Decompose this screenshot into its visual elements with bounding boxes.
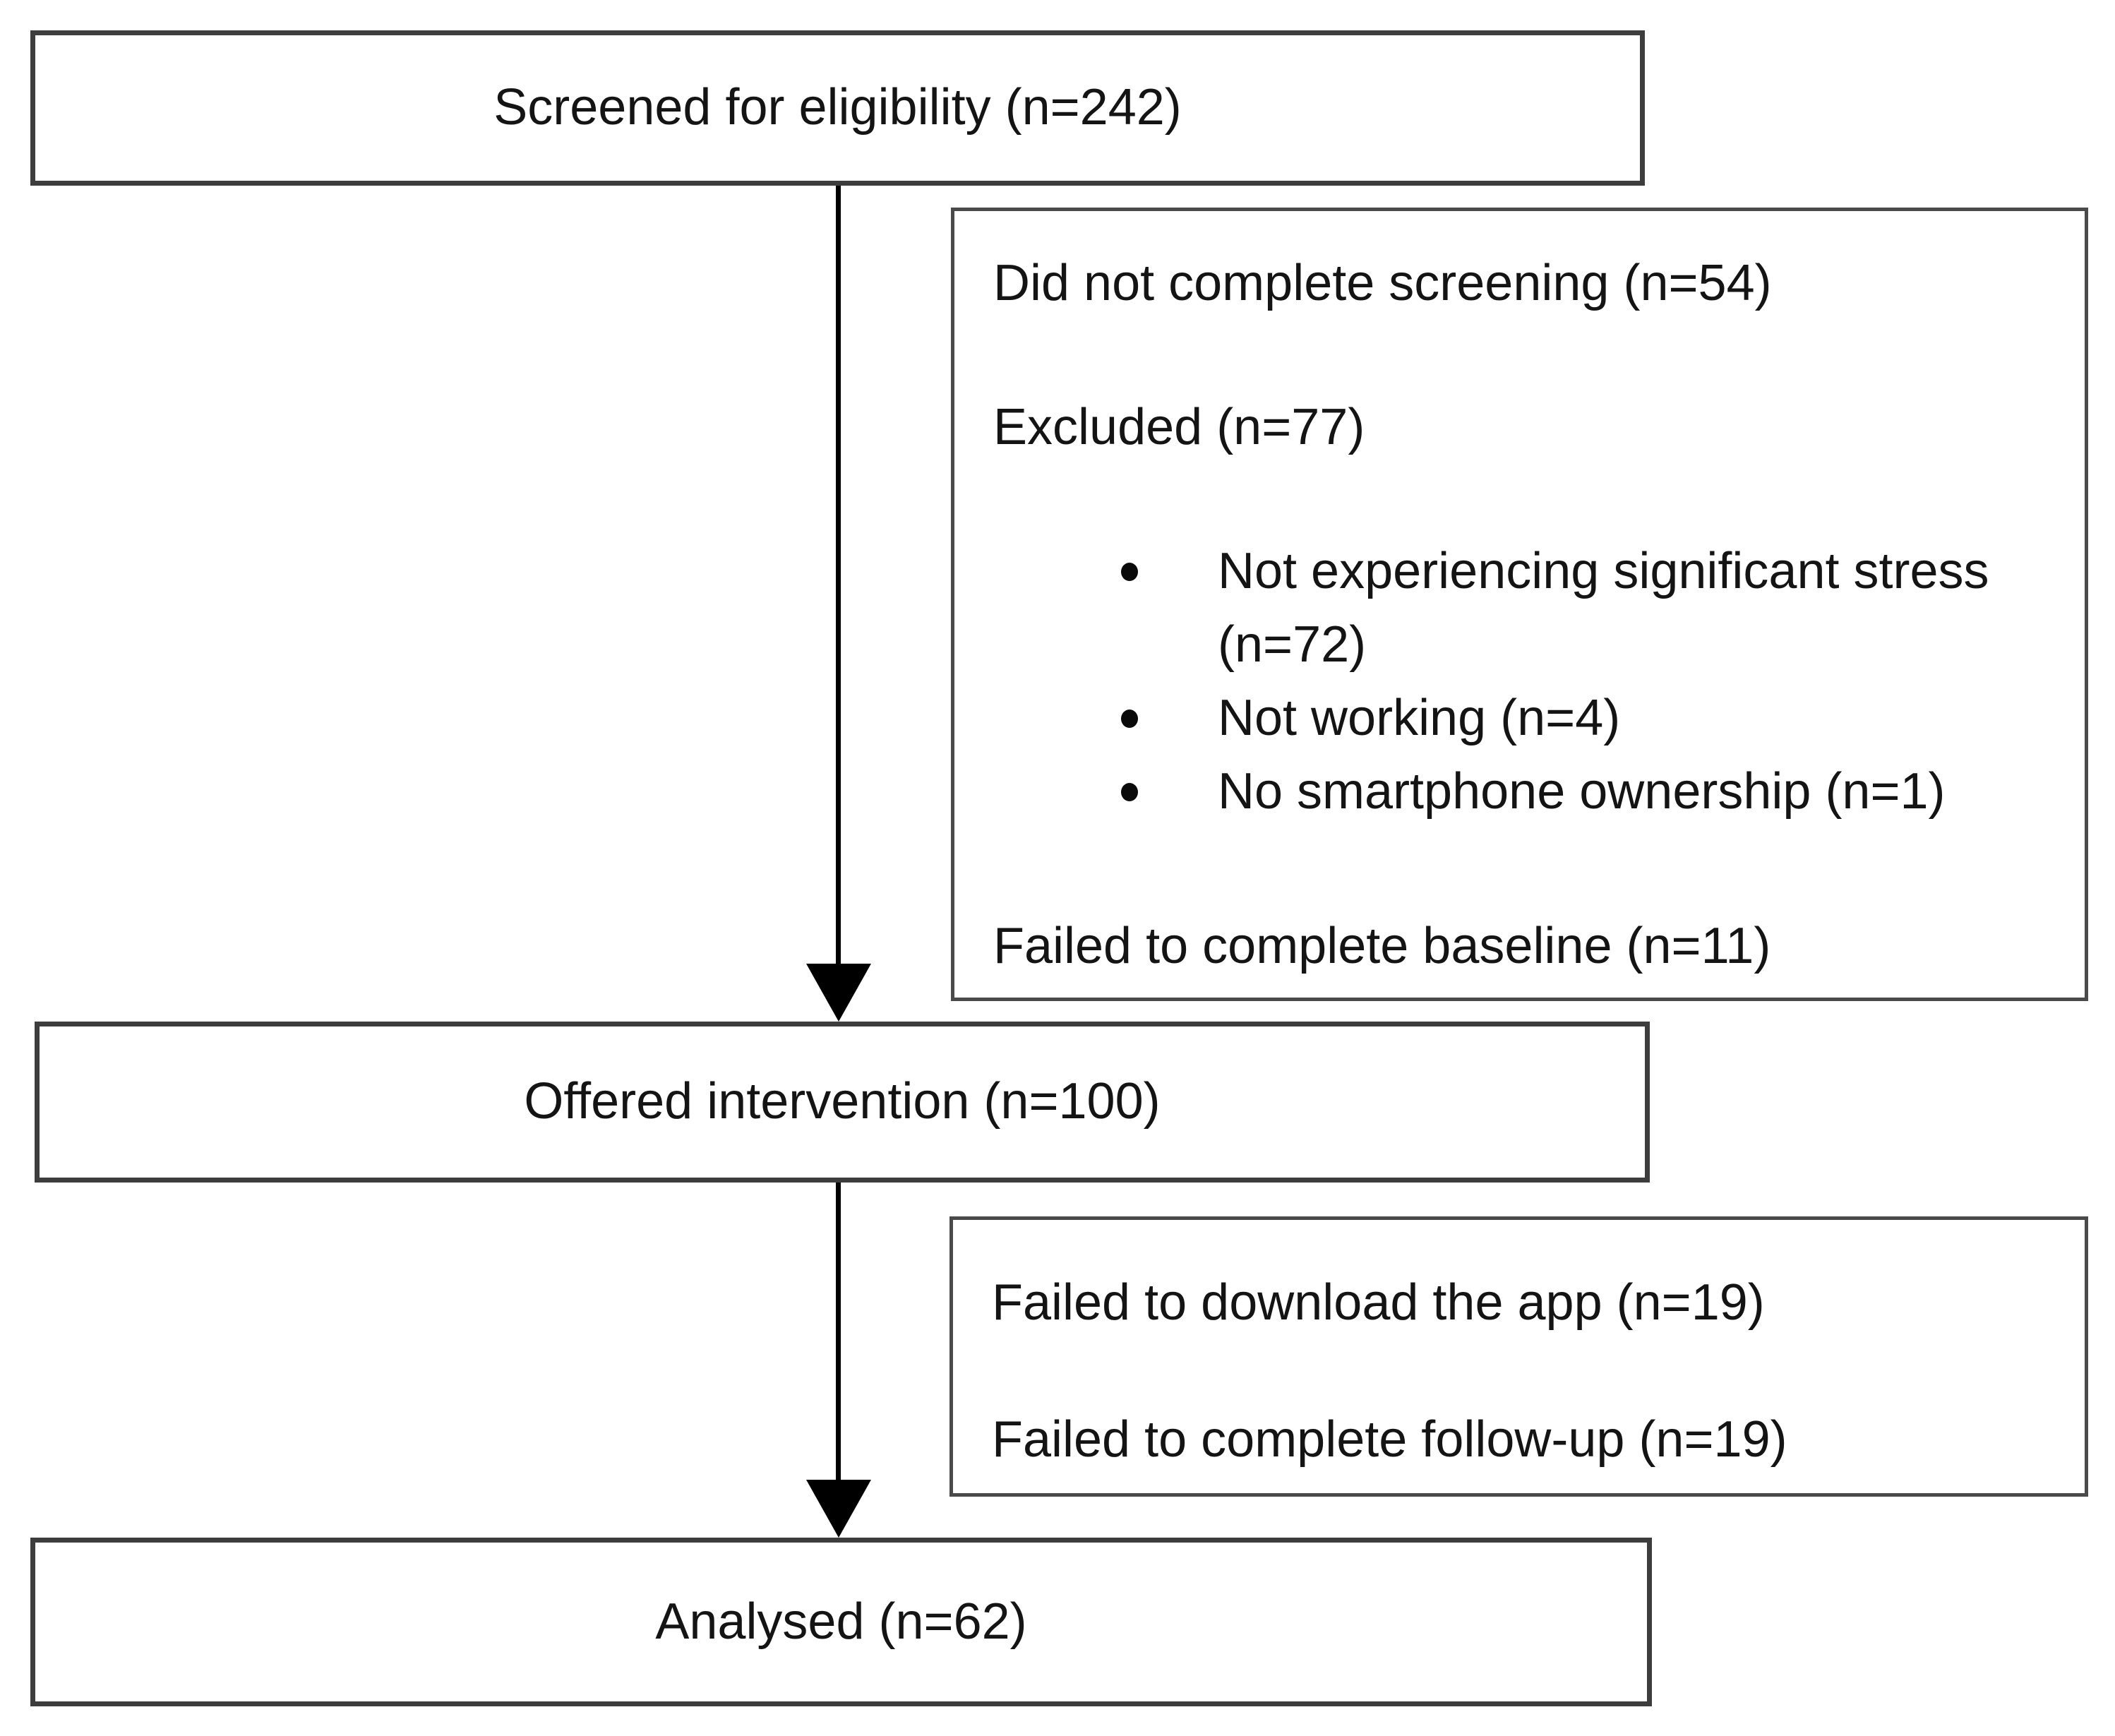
list-item: Not working (n=4): [993, 681, 2056, 755]
offered-intervention-label: Offered intervention (n=100): [524, 1073, 1161, 1130]
failed-followup-text: Failed to complete follow-up (n=19): [992, 1411, 1787, 1468]
excluded-text: Excluded (n=77): [993, 399, 1365, 455]
arrowhead-down-icon: [806, 964, 871, 1022]
arrow-offered-to-analysed: [836, 1183, 841, 1486]
screened-box: Screened for eligibility (n=242): [30, 30, 1645, 186]
did-not-complete-screening-text: Did not complete screening (n=54): [993, 255, 1772, 311]
exclusion-reason-not-working: Not working (n=4): [1218, 690, 1621, 746]
exclusion-reason-list: Not experiencing significant stress (n=7…: [993, 534, 2056, 828]
exclusion-box-followup: Failed to download the app (n=19) Failed…: [949, 1216, 2088, 1497]
arrowhead-down-icon: [806, 1480, 871, 1538]
offered-intervention-box: Offered intervention (n=100): [35, 1022, 1650, 1183]
exclusion-reason-stress: Not experiencing significant stress (n=7…: [1218, 543, 1989, 673]
bullet-icon: [1121, 710, 1138, 728]
list-item: No smartphone ownership (n=1): [993, 755, 2056, 828]
screened-label: Screened for eligibility (n=242): [493, 79, 1182, 136]
exclusion-reason-no-smartphone: No smartphone ownership (n=1): [1218, 763, 1946, 820]
exclusion-box-screening: Did not complete screening (n=54) Exclud…: [951, 208, 2088, 1001]
failed-baseline-text: Failed to complete baseline (n=11): [993, 918, 1771, 974]
bullet-icon: [1121, 563, 1138, 581]
list-item: Not experiencing significant stress (n=7…: [993, 534, 2056, 681]
bullet-icon: [1121, 783, 1138, 801]
arrow-screened-to-offered: [836, 186, 841, 971]
analysed-box: Analysed (n=62): [30, 1538, 1652, 1706]
analysed-label: Analysed (n=62): [655, 1593, 1027, 1650]
failed-download-text: Failed to download the app (n=19): [992, 1274, 1765, 1331]
